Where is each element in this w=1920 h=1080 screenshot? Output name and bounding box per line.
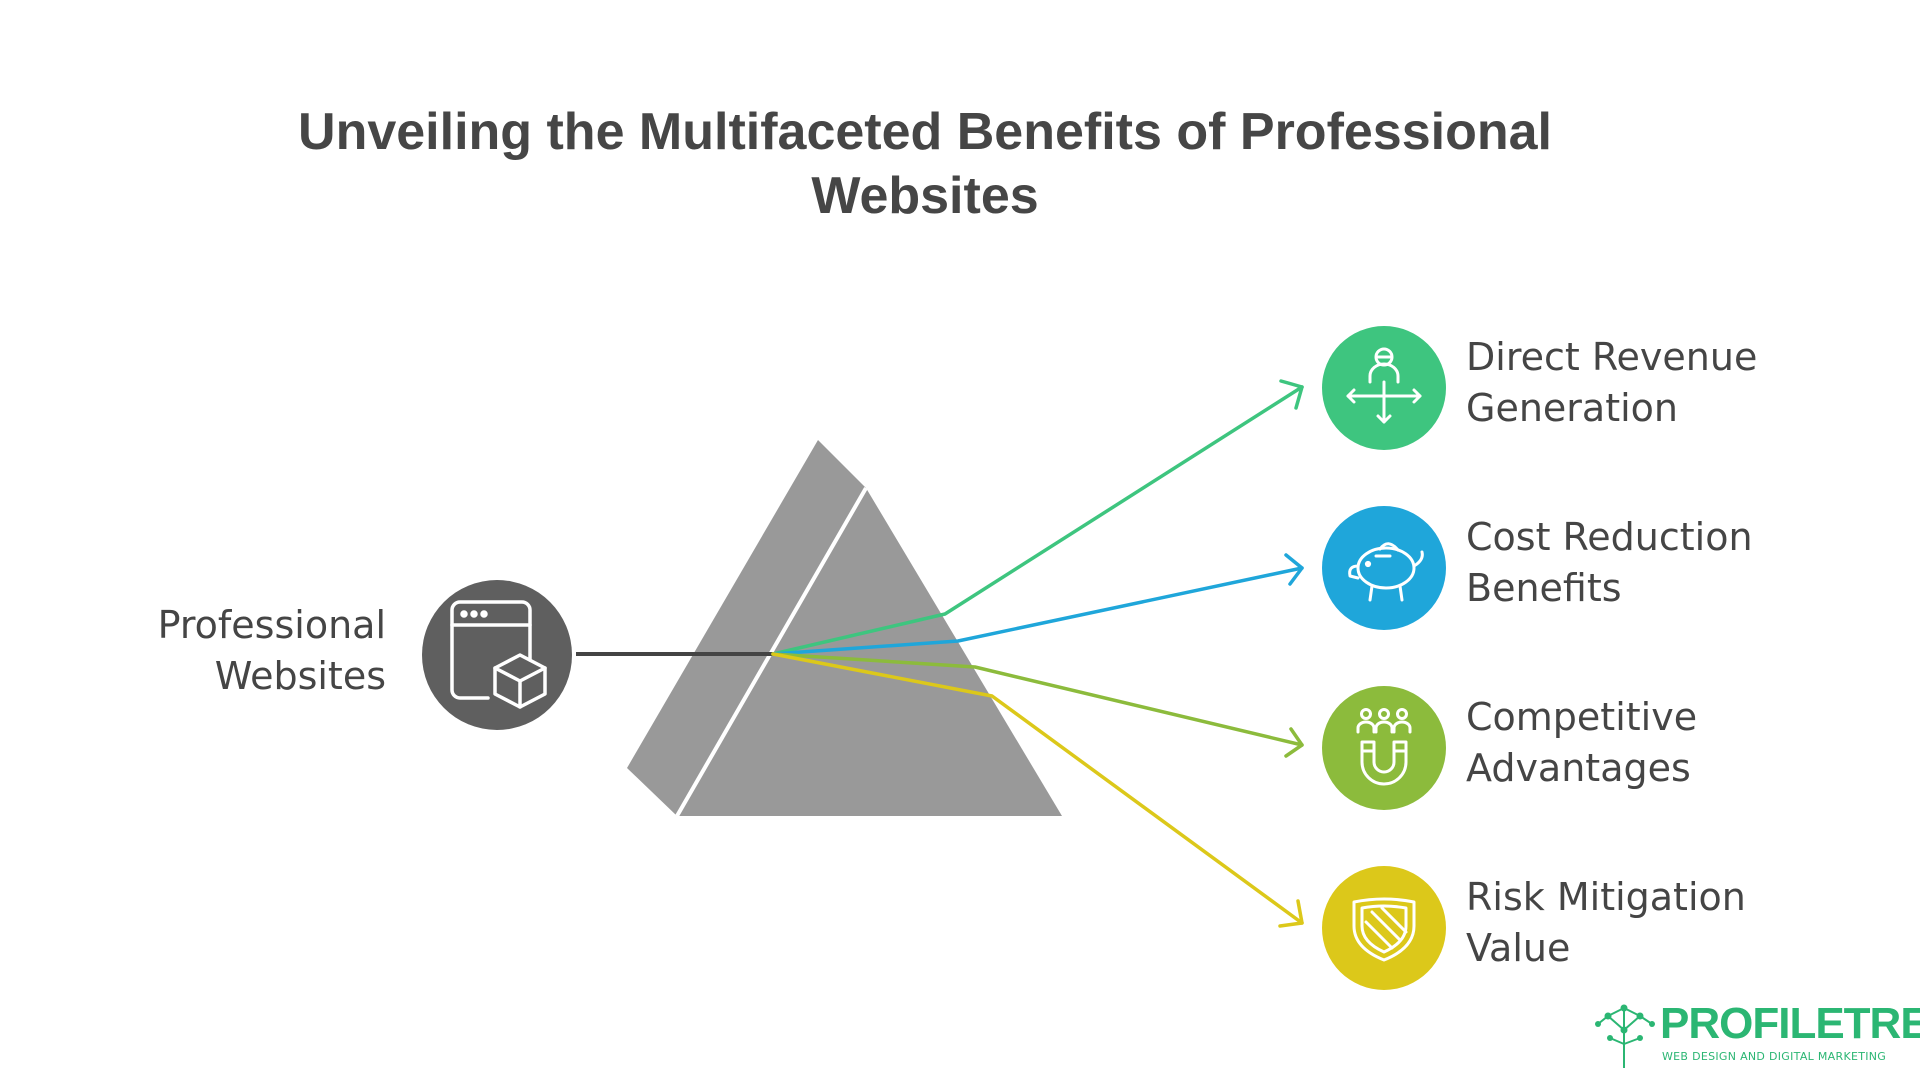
profiletree-logo: PROFILETREE WEB DESIGN AND DIGITAL MARKE… bbox=[1592, 998, 1920, 1068]
output-label-4-line-2: Value bbox=[1466, 926, 1571, 970]
source-label: Professional Websites bbox=[60, 600, 386, 702]
output-label-1-line-2: Generation bbox=[1466, 386, 1678, 430]
beam-4 bbox=[771, 652, 1304, 928]
title-line-1: Unveiling the Multifaceted Benefits of P… bbox=[298, 103, 1552, 161]
piggy-bank-icon bbox=[1348, 542, 1424, 602]
output-node-3 bbox=[1322, 686, 1446, 810]
logo-wordmark: PROFILETREE bbox=[1660, 999, 1920, 1048]
source-label-line-2: Websites bbox=[214, 654, 386, 698]
beam-3 bbox=[771, 652, 1304, 758]
shield-icon bbox=[1352, 897, 1416, 962]
beam-2-arrowhead bbox=[1284, 553, 1304, 586]
page-title: Unveiling the Multifaceted Benefits of P… bbox=[250, 100, 1600, 228]
output-node-4 bbox=[1322, 866, 1446, 990]
output-label-2: Cost Reduction Benefits bbox=[1466, 512, 1886, 614]
output-label-2-line-2: Benefits bbox=[1466, 566, 1622, 610]
output-label-3: Competitive Advantages bbox=[1466, 692, 1886, 794]
output-node-1 bbox=[1322, 326, 1446, 450]
output-node-2 bbox=[1322, 506, 1446, 630]
prism-left-face bbox=[627, 440, 866, 816]
output-label-1: Direct Revenue Generation bbox=[1466, 332, 1886, 434]
tree-network-icon bbox=[1595, 1004, 1655, 1068]
beam-1 bbox=[771, 379, 1304, 656]
prism bbox=[627, 440, 1062, 817]
output-label-1-line-1: Direct Revenue bbox=[1466, 335, 1758, 379]
source-node bbox=[422, 580, 572, 730]
output-label-4: Risk Mitigation Value bbox=[1466, 872, 1886, 974]
person-arrows-icon bbox=[1346, 347, 1422, 424]
beam-3-arrowhead bbox=[1284, 727, 1304, 758]
beam-1-arrowhead bbox=[1279, 379, 1304, 410]
logo-tagline: WEB DESIGN AND DIGITAL MARKETING bbox=[1662, 1050, 1887, 1063]
output-label-4-line-1: Risk Mitigation bbox=[1466, 875, 1746, 919]
browser-box-icon bbox=[450, 600, 547, 709]
output-label-3-line-2: Advantages bbox=[1466, 746, 1691, 790]
prism-front-face bbox=[677, 488, 1062, 816]
output-label-3-line-1: Competitive bbox=[1466, 695, 1698, 739]
beam-2 bbox=[771, 553, 1304, 656]
beam-4-arrowhead bbox=[1278, 899, 1304, 928]
output-label-2-line-1: Cost Reduction bbox=[1466, 515, 1753, 559]
magnet-people-icon bbox=[1356, 708, 1412, 786]
source-label-line-1: Professional bbox=[157, 603, 386, 647]
title-line-2: Websites bbox=[811, 167, 1039, 225]
